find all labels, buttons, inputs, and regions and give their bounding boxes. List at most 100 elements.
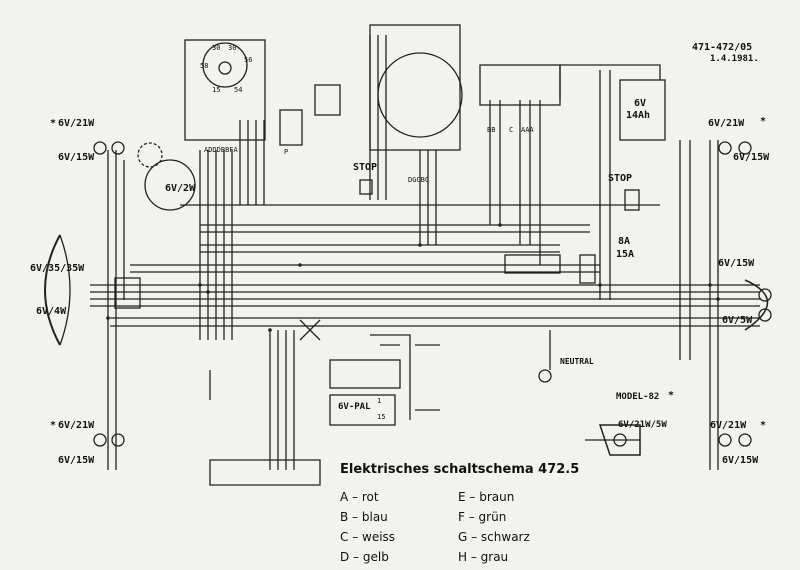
wire	[419, 150, 437, 245]
magneto-wire-codes: DGCBC	[408, 176, 430, 184]
lamp-label-rear-right-top: 6V/21W	[710, 420, 747, 431]
stop-label-right: STOP	[608, 173, 633, 184]
lamp-label-front-right-top: 6V/21W	[708, 118, 745, 129]
tail-bulb-b	[758, 308, 772, 322]
switch-terminal-15: 15	[212, 86, 221, 94]
battery-box	[619, 79, 666, 141]
star-marker: *	[50, 420, 57, 431]
lamp-label-front-right-bottom: 6V/15W	[733, 152, 770, 163]
ignition-key-slot	[218, 61, 232, 75]
stop-switch-left	[359, 179, 373, 195]
star-marker: *	[760, 420, 767, 431]
headlamp-label: 6V/35/35W	[30, 263, 85, 274]
speedometer-gauge	[144, 159, 196, 211]
drawing-date: 1.4.1981.	[710, 54, 759, 64]
legend-entry: F – grün	[458, 510, 507, 524]
diagram-title: Elektrisches schaltschema 472.5	[340, 462, 580, 477]
wire	[709, 140, 719, 470]
lamp-rear-left-b	[111, 433, 125, 447]
neutral-indicator	[538, 369, 552, 383]
lamp-label-right-mid-bottom: 6V/5W	[722, 315, 753, 326]
wire	[299, 319, 321, 341]
capacitor	[329, 394, 396, 426]
legend-entry: C – weiss	[340, 530, 396, 544]
wire	[679, 140, 691, 360]
regulator-wire-bb: BB	[487, 126, 496, 134]
model-82-lamp	[598, 424, 641, 456]
handlebar-switch	[279, 109, 303, 146]
wire	[269, 330, 295, 470]
coil-terminal-15: 15	[377, 413, 386, 421]
star-marker: *	[760, 116, 767, 127]
legend-entry: B – blau	[340, 510, 388, 524]
legend-entry: A – rot	[340, 490, 379, 504]
lamp-label-front-left-top: 6V/21W	[58, 118, 95, 129]
model-82-bulb	[613, 433, 627, 447]
regulator-wire-aaa: AAA	[521, 126, 534, 134]
speedometer-gauge	[137, 142, 163, 168]
wire	[239, 120, 265, 205]
wire	[599, 70, 611, 300]
headlamp-housing	[44, 234, 61, 346]
lamp-front-left-b	[111, 141, 125, 155]
model-lamp-label: 6V/21W/5W	[618, 420, 667, 430]
wire-bundle	[110, 317, 760, 327]
stop-label-left: STOP	[353, 162, 378, 173]
wire	[370, 334, 411, 420]
switch-terminal-30b: 30	[228, 44, 237, 52]
lamp-label-rear-right-bottom: 6V/15W	[722, 455, 759, 466]
magneto-rotor	[377, 52, 463, 138]
legend-entry: H – grau	[458, 550, 509, 564]
switch-wire-codes: ADDDBBFA	[204, 146, 238, 154]
wire	[107, 150, 117, 470]
magneto-housing	[369, 24, 461, 151]
headlamp-housing	[59, 234, 71, 346]
lamp-rear-right-b	[738, 433, 752, 447]
switch-terminal-30a: 30	[212, 44, 221, 52]
legend-entry: G – schwarz	[458, 530, 530, 544]
lamp-label-rear-left-top: 6V/21W	[58, 420, 95, 431]
lamp-rear-left-a	[93, 433, 107, 447]
wire	[200, 244, 560, 253]
coil-terminal-1: 1	[377, 397, 382, 405]
p-terminal: P	[284, 148, 289, 156]
wire	[369, 35, 387, 200]
model-label: MODEL-82	[616, 392, 660, 402]
lamp-front-right-b	[738, 141, 752, 155]
wire	[415, 344, 440, 411]
regulator-box	[479, 64, 561, 106]
speedo-lamp-label: 6V/2W	[165, 183, 196, 194]
wire	[199, 150, 233, 340]
switch-terminal-56: 56	[244, 56, 253, 64]
wire	[489, 100, 541, 265]
fuse-holder	[579, 254, 596, 284]
stop-switch-right	[624, 189, 640, 211]
lamp-label-rear-left-bottom: 6V/15W	[58, 455, 95, 466]
star-marker: *	[668, 390, 675, 401]
legend-entry: D – gelb	[340, 550, 389, 564]
drawing-reference: 471-472/05	[692, 42, 753, 53]
fuse-box	[504, 254, 561, 274]
fuse-label-8a: 8A	[618, 236, 631, 247]
neutral-label: NEUTRAL	[560, 357, 594, 366]
legend-entry: E – braun	[458, 490, 515, 504]
coil-label: 6V-PAL	[338, 402, 371, 412]
battery-capacity: 14Ah	[626, 110, 651, 121]
lamp-front-right-a	[718, 141, 732, 155]
regulator-wire-c: C	[509, 126, 514, 134]
junction-block	[114, 277, 141, 309]
relay	[314, 84, 341, 116]
ignition-coil	[329, 359, 401, 389]
star-marker: *	[50, 118, 57, 129]
tail-lamp	[744, 279, 769, 331]
lamp-label-right-mid-top: 6V/15W	[718, 258, 755, 269]
switch-terminal-54: 54	[234, 86, 243, 94]
ignition-switch-dial	[202, 42, 248, 88]
ignition-switch-body	[184, 39, 266, 141]
wire	[209, 459, 321, 486]
battery-voltage: 6V	[634, 98, 647, 109]
lamp-rear-right-a	[718, 433, 732, 447]
wire-bundle	[90, 284, 760, 307]
